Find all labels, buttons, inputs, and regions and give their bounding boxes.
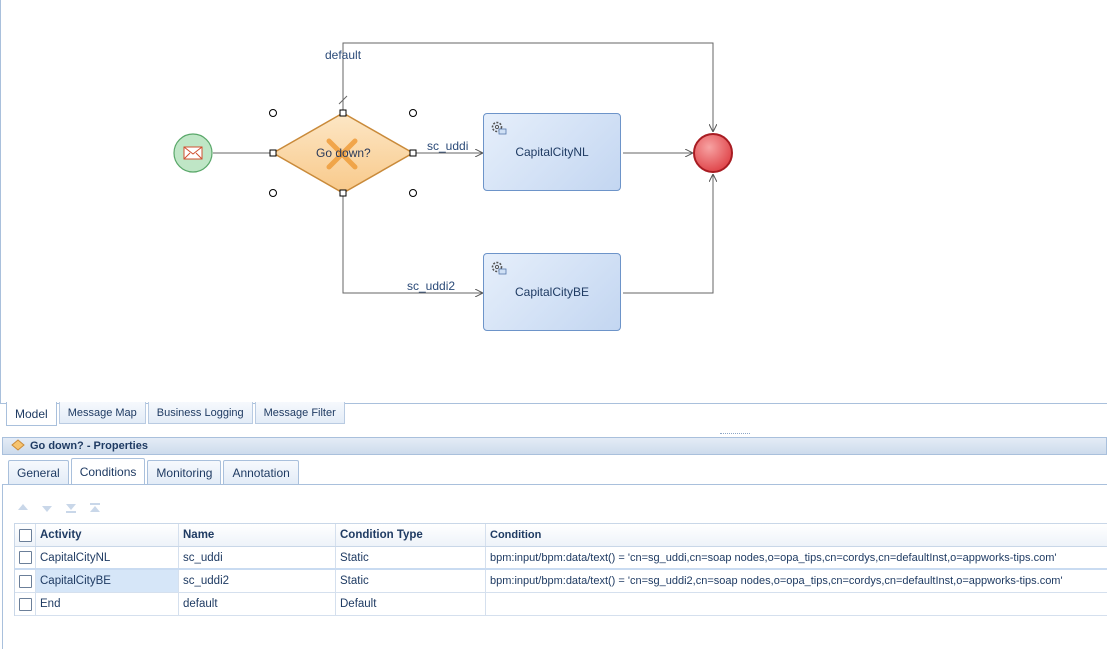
condition-type-cell[interactable]: Static [336, 570, 486, 592]
tab-message-filter[interactable]: Message Filter [254, 402, 345, 424]
name-cell[interactable]: sc_uddi [179, 547, 336, 568]
move-bottom-icon[interactable] [62, 500, 80, 516]
conditions-table: Activity Name Condition Type Condition C… [14, 523, 1107, 616]
activity-cell: CapitalCityBE [36, 570, 179, 592]
flow-label-default: default [325, 48, 362, 62]
process-diagram [173, 42, 733, 404]
table-header: Activity Name Condition Type Condition [15, 523, 1107, 547]
tab-monitoring[interactable]: Monitoring [147, 460, 222, 484]
conditions-toolbar [14, 500, 104, 516]
flow-label-sc-uddi2: sc_uddi2 [407, 279, 456, 293]
row-checkbox[interactable] [19, 551, 32, 564]
row-checkbox[interactable] [19, 574, 32, 588]
flow-sc-uddi2 [342, 193, 482, 293]
properties-body [2, 484, 1107, 649]
activity-cell: End [36, 593, 179, 615]
end-event[interactable] [693, 133, 733, 173]
exclusive-gateway-icon [326, 138, 358, 170]
envelope-icon [183, 146, 203, 160]
task-label: CapitalCityBE [514, 285, 590, 299]
table-row[interactable]: CapitalCityBE sc_uddi2 Static bpm:input/… [15, 570, 1107, 593]
properties-header: Go down? - Properties [2, 437, 1107, 455]
activity-cell: CapitalCityNL [36, 547, 179, 568]
tab-conditions[interactable]: Conditions [70, 458, 146, 484]
table-row[interactable]: CapitalCityNL sc_uddi Static bpm:input/b… [15, 547, 1107, 570]
name-cell[interactable]: default [179, 593, 336, 615]
task-capitalcitynl[interactable]: CapitalCityNL [483, 113, 621, 191]
name-cell[interactable]: sc_uddi2 [179, 570, 336, 592]
task-capitalcitybe[interactable]: CapitalCityBE [483, 253, 621, 331]
condition-cell[interactable]: bpm:input/bpm:data/text() = 'cn=sg_uddi2… [490, 575, 1063, 587]
tab-business-logging[interactable]: Business Logging [147, 402, 253, 424]
exclusive-gateway[interactable] [269, 109, 417, 197]
table-row[interactable]: End default Default [15, 593, 1107, 616]
process-canvas[interactable]: Go down? default sc_uddi sc_uddi2 Capita… [0, 0, 1107, 404]
move-top-icon[interactable] [86, 500, 104, 516]
flow-label-sc-uddi: sc_uddi [427, 139, 469, 153]
move-down-icon[interactable] [38, 500, 56, 516]
select-all-checkbox[interactable] [19, 528, 32, 542]
condition-cell[interactable] [486, 593, 1107, 615]
properties-tabs: General Conditions Monitoring Annotation [8, 458, 301, 484]
tab-annotation[interactable]: Annotation [223, 460, 299, 484]
start-event[interactable] [173, 133, 213, 173]
col-activity[interactable]: Activity [36, 524, 179, 546]
flow-default [342, 42, 713, 131]
task-label: CapitalCityNL [515, 145, 589, 159]
condition-cell[interactable]: bpm:input/bpm:data/text() = 'cn=sg_uddi,… [490, 551, 1057, 564]
tab-general[interactable]: General [8, 460, 69, 484]
col-name[interactable]: Name [179, 524, 336, 546]
condition-type-cell[interactable]: Default [336, 593, 486, 615]
flow-be-end [623, 175, 713, 294]
gateway-diamond-icon [11, 438, 25, 454]
row-checkbox[interactable] [19, 597, 32, 611]
tab-model[interactable]: Model [6, 402, 57, 426]
col-condition-type[interactable]: Condition Type [336, 524, 486, 546]
gateway-label: Go down? [316, 146, 371, 160]
properties-title: Go down? - Properties [30, 440, 148, 452]
move-up-icon[interactable] [14, 500, 32, 516]
col-condition[interactable]: Condition [490, 529, 542, 541]
model-tabs: Model Message Map Business Logging Messa… [6, 402, 347, 426]
tab-message-map[interactable]: Message Map [58, 402, 146, 424]
condition-type-cell[interactable]: Static [336, 547, 486, 568]
select-all-cell [15, 524, 36, 546]
